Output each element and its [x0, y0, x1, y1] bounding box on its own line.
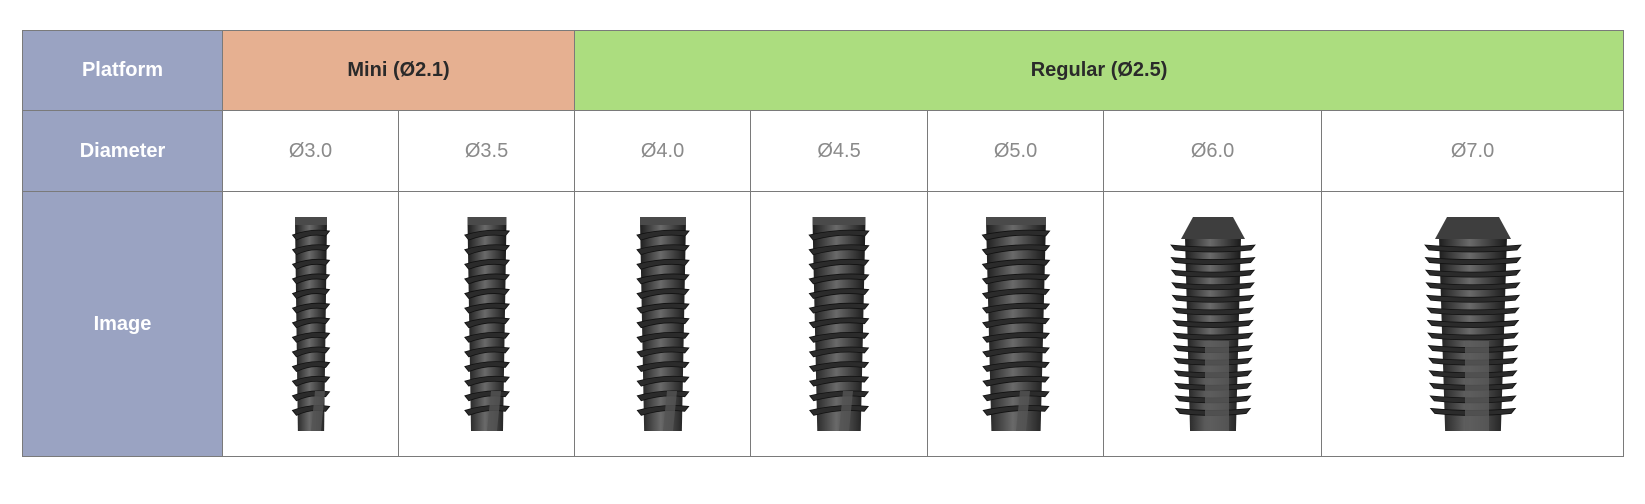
implant-image-cell: [1321, 191, 1625, 457]
implant-image-cell: [750, 191, 929, 457]
image-row-label: Image: [22, 191, 223, 457]
diameter-cell: Ø4.5: [750, 110, 929, 192]
diameter-cell: Ø3.5: [397, 110, 576, 192]
platform-row: Platform Mini (Ø2.1) Regular (Ø2.5): [22, 30, 1625, 111]
diameter-cell: Ø3.0: [222, 110, 399, 192]
diameter-cell: Ø7.0: [1321, 110, 1625, 192]
implant-image-cell: [927, 191, 1105, 457]
implant-image-cell: [222, 191, 399, 457]
platform-regular: Regular (Ø2.5): [574, 30, 1625, 111]
implant-4-5-icon: [808, 217, 870, 431]
diameter-cell: Ø4.0: [574, 110, 752, 192]
implant-3-0-icon: [291, 217, 330, 431]
diameter-cell: Ø5.0: [927, 110, 1105, 192]
implant-7-0-icon: [1423, 217, 1522, 431]
implant-4-0-icon: [635, 217, 690, 431]
diameter-row-label: Diameter: [22, 110, 223, 192]
platform-mini: Mini (Ø2.1): [221, 30, 576, 111]
implant-3-5-icon: [463, 217, 510, 431]
platform-row-label: Platform: [22, 30, 223, 111]
implant-image-cell: [397, 191, 576, 457]
diameter-cell: Ø6.0: [1103, 110, 1323, 192]
diameter-row: Diameter Ø3.0 Ø3.5 Ø4.0 Ø4.5 Ø5.0 Ø6.0 Ø…: [22, 110, 1625, 192]
implant-5-0-icon: [981, 217, 1050, 431]
implant-image-cell: [574, 191, 752, 457]
implant-image-cell: [1103, 191, 1323, 457]
implant-6-0-icon: [1169, 217, 1256, 431]
image-row: Image: [22, 191, 1625, 457]
implant-spec-table: Platform Mini (Ø2.1) Regular (Ø2.5) Diam…: [22, 30, 1625, 457]
